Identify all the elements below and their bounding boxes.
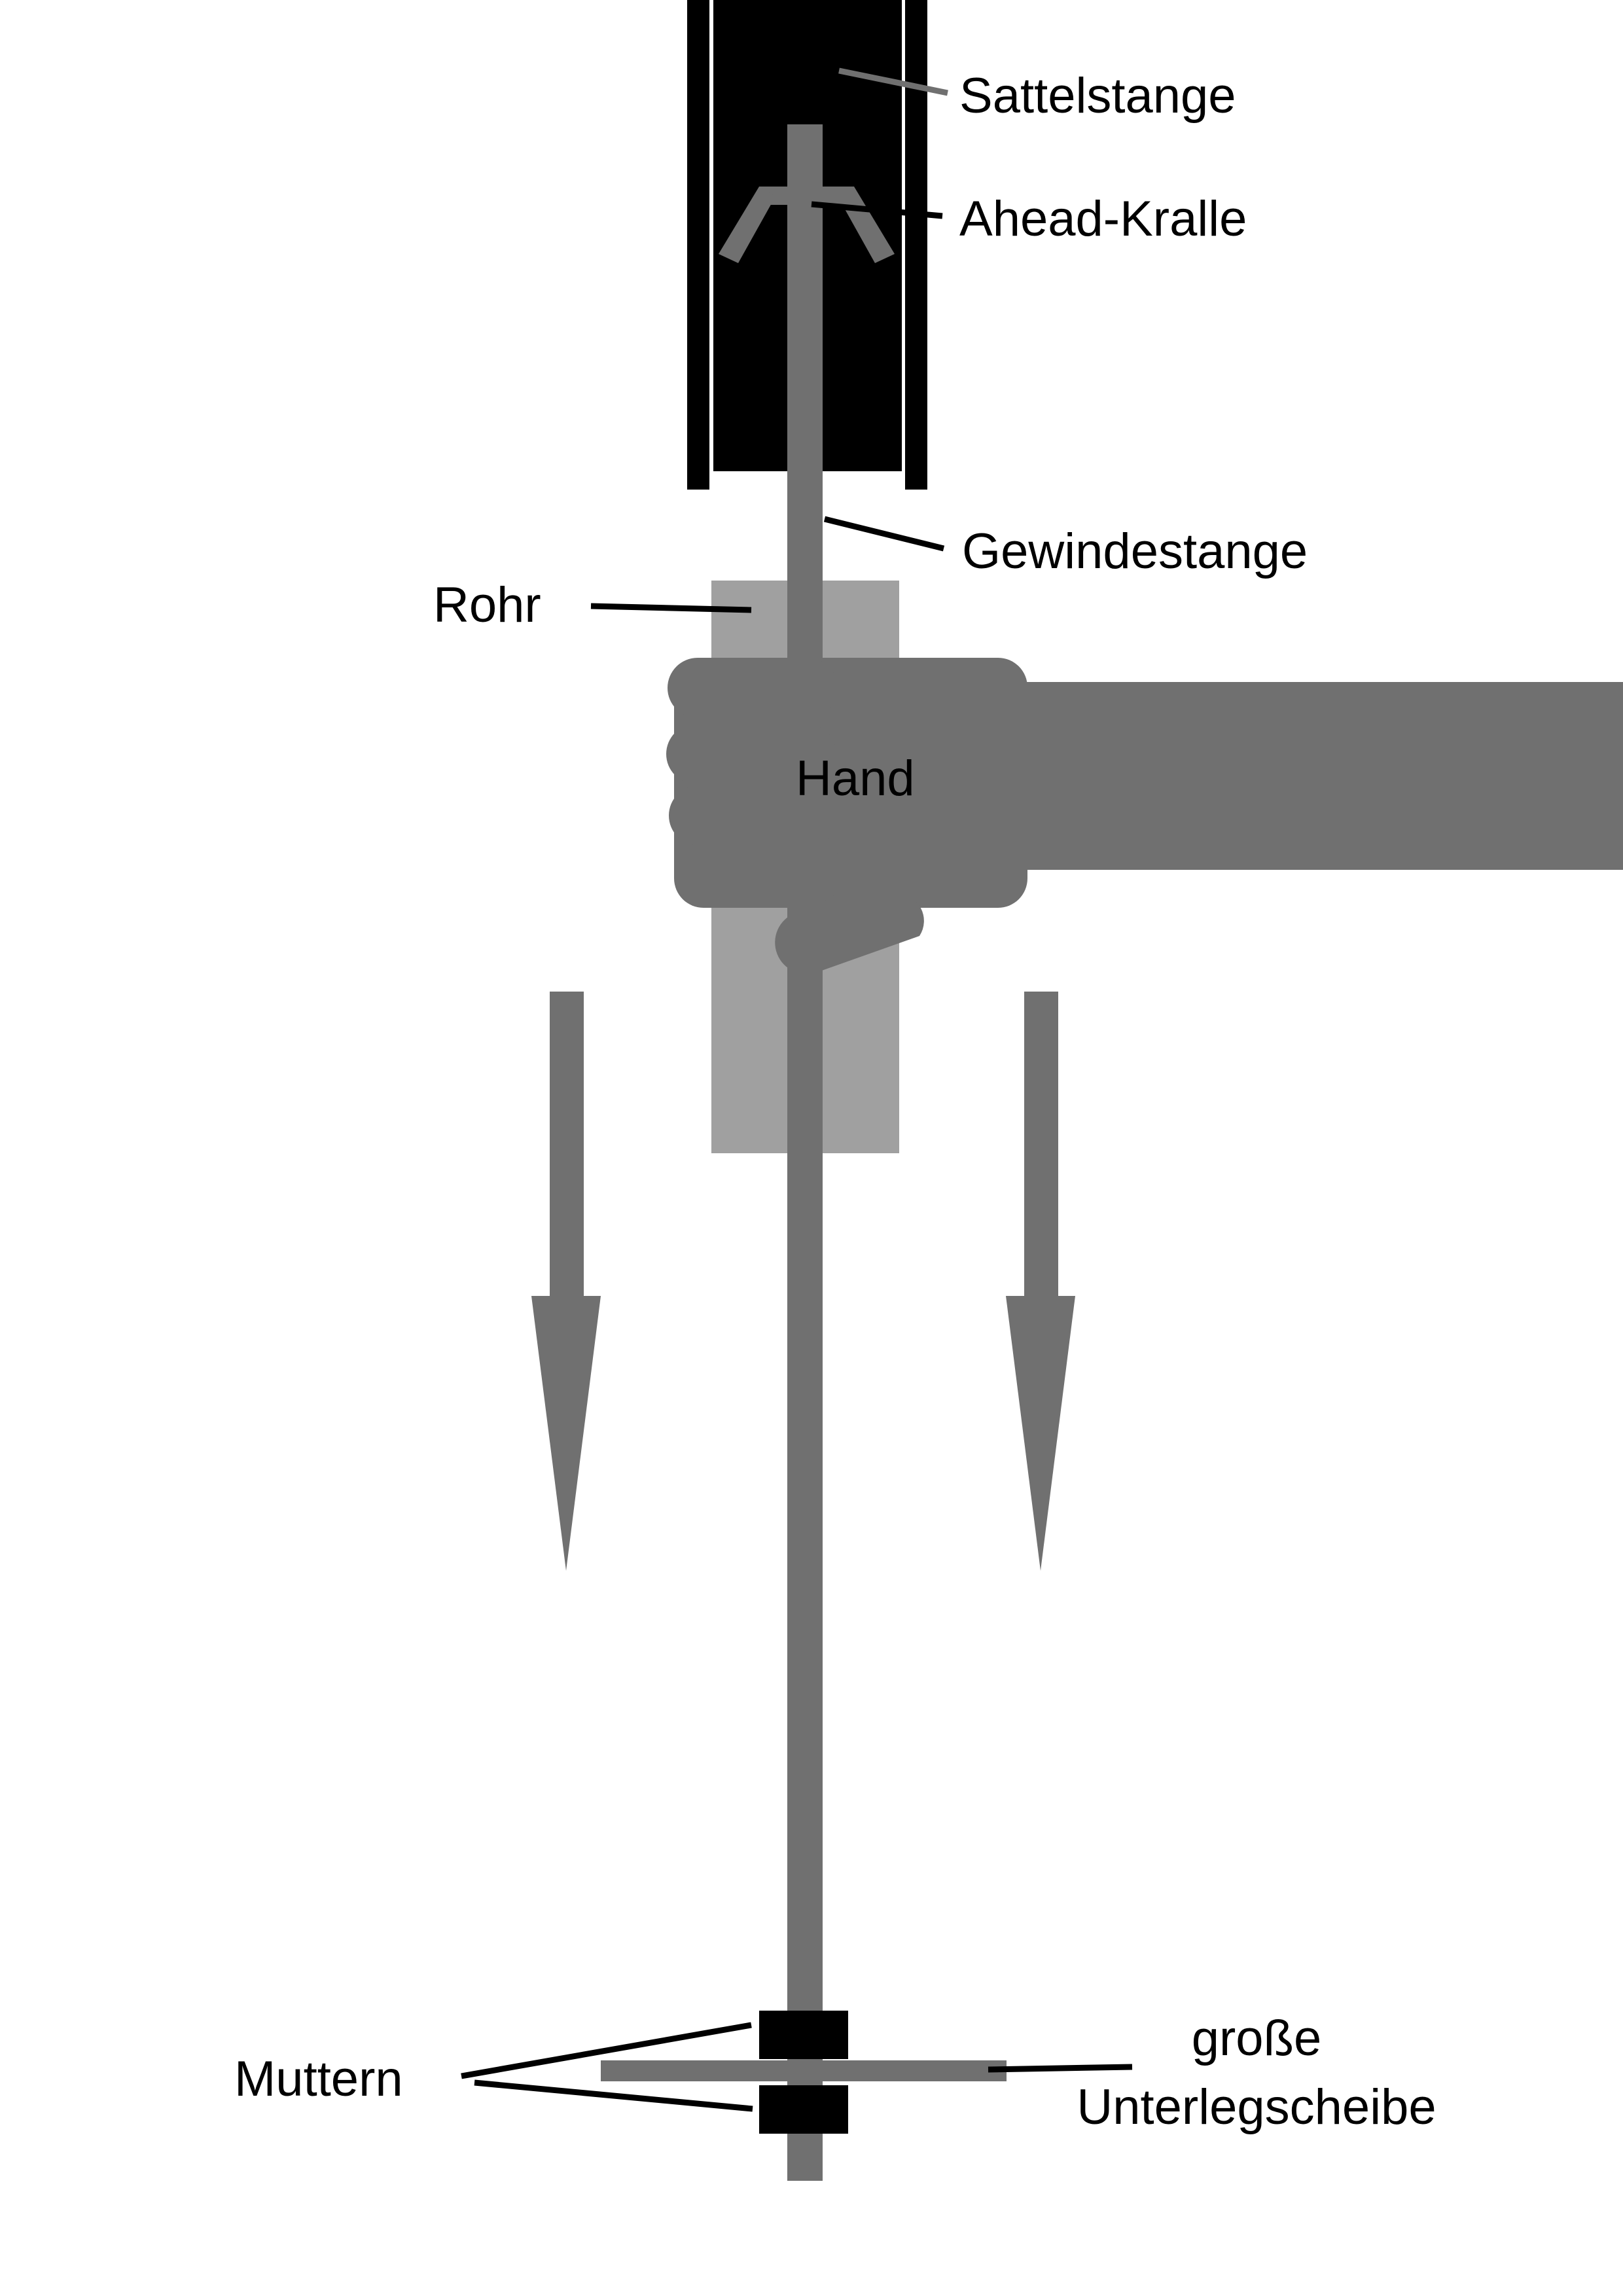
label-rohr: Rohr xyxy=(433,577,541,633)
thumb xyxy=(775,893,924,975)
finger-1 xyxy=(668,658,838,718)
label-unterlegscheibe-line2: Unterlegscheibe xyxy=(1077,2079,1436,2135)
leader-lines xyxy=(461,67,1133,2112)
leader-sattelstange xyxy=(838,67,948,96)
leader-muttern-upper xyxy=(461,2022,752,2079)
threaded-rod xyxy=(787,124,823,2181)
label-ahead-kralle: Ahead-Kralle xyxy=(959,191,1247,247)
finger-4 xyxy=(674,842,844,903)
label-gewindestange: Gewindestange xyxy=(962,524,1308,579)
arrow-right xyxy=(1006,992,1075,1571)
hand xyxy=(666,658,1623,975)
washer xyxy=(601,2060,1007,2081)
leader-ahead-kralle xyxy=(811,201,943,219)
leader-muttern-lower xyxy=(474,2079,753,2112)
finger-2 xyxy=(666,724,836,784)
arrow-left-head xyxy=(531,1296,601,1571)
nut-lower xyxy=(759,2085,848,2134)
seatpost-left-wall xyxy=(687,0,709,490)
leader-unterlegscheibe xyxy=(988,2064,1133,2073)
finger-3 xyxy=(669,785,839,846)
arrow-right-shaft xyxy=(1024,992,1058,1299)
seatpost-right-wall xyxy=(905,0,927,490)
label-hand: Hand xyxy=(796,751,915,806)
leader-rohr xyxy=(590,603,752,613)
label-muttern: Muttern xyxy=(234,2051,403,2107)
leader-gewindestange xyxy=(823,516,945,552)
nut-upper xyxy=(759,2011,848,2059)
ahead-star-nut-left-prong xyxy=(719,187,776,263)
label-unterlegscheibe-line1: große xyxy=(1192,2011,1322,2066)
arrow-right-head xyxy=(1006,1296,1075,1571)
arrow-left xyxy=(531,992,601,1571)
forearm xyxy=(982,682,1623,870)
label-sattelstange: Sattelstange xyxy=(959,68,1236,124)
arrow-left-shaft xyxy=(550,992,584,1299)
ahead-star-nut-bar xyxy=(759,187,854,205)
